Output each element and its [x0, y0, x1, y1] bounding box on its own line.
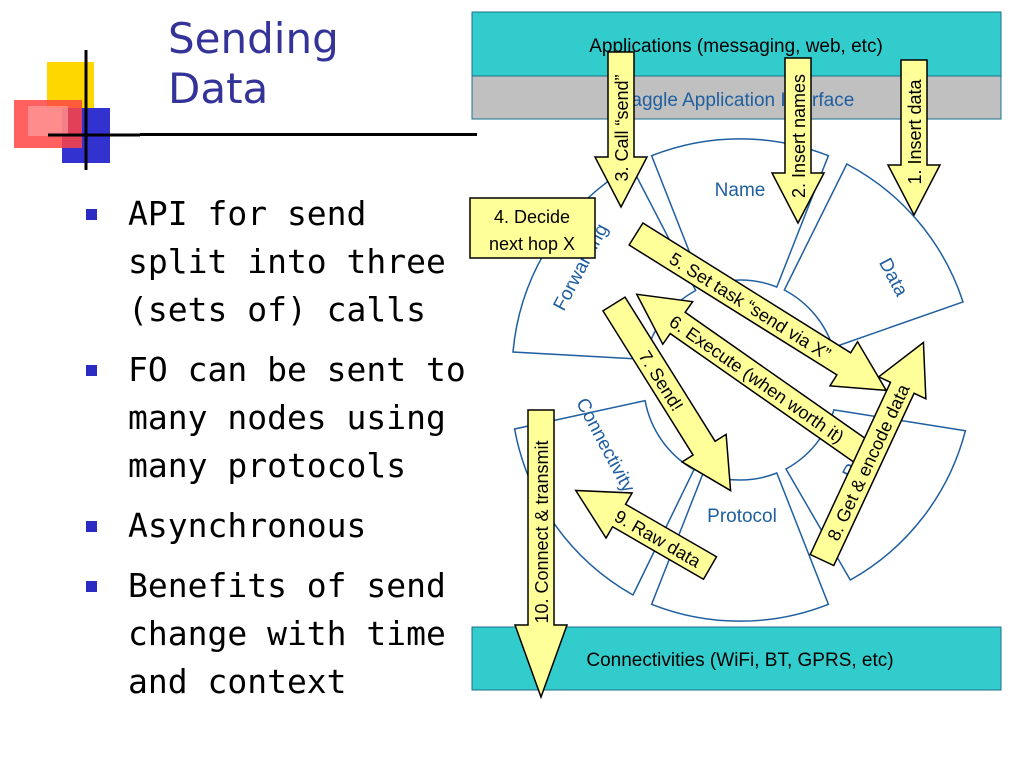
segment-protocol-label: Protocol: [707, 506, 777, 527]
bullet-text: Benefits of send change with time and co…: [128, 566, 446, 701]
step-10-arrow-shape: [513, 409, 569, 700]
bullet-square-icon: [86, 209, 97, 220]
segment-name-label: Name: [715, 180, 766, 201]
step-7-arrow-shape: [601, 296, 732, 492]
step-1-arrow-shape: [886, 59, 942, 217]
bullet-square-icon: [86, 365, 97, 376]
step-3-arrow-shape: [593, 51, 649, 209]
bullet-list: API for send split into three (sets of) …: [86, 190, 471, 718]
step-5-arrow-shape: [628, 221, 888, 392]
bullet-item: Asynchronous: [86, 502, 471, 550]
step-3-label: 3. Call “send”: [612, 74, 632, 181]
bullet-item: Benefits of send change with time and co…: [86, 562, 471, 706]
bullet-text: FO can be sent to many nodes using many …: [128, 350, 466, 485]
applications-label: Applications (messaging, web, etc): [589, 36, 883, 57]
step-6-arrow-shape: [635, 293, 871, 464]
segment-data: [783, 162, 964, 349]
step-3-arrow: 3. Call “send”: [593, 51, 649, 209]
step-8-arrow-shape: [809, 341, 927, 567]
step-9-arrow-shape: [574, 489, 718, 581]
step-1-arrow: 1. Insert data: [886, 59, 942, 217]
step-4-line2: next hop X: [489, 234, 575, 254]
connectivities-label: Connectivities (WiFi, BT, GPRS, etc): [586, 650, 893, 671]
slide-logo: [14, 50, 140, 170]
title-line-2: Data: [168, 64, 269, 113]
bullet-text: API for send split into three (sets of) …: [128, 194, 446, 329]
api-label: Haggle Application Interface: [618, 90, 855, 111]
step-1-label: 1. Insert data: [905, 78, 925, 184]
title-line-1: Sending: [168, 14, 339, 63]
logo-highlight: [28, 106, 68, 136]
bullet-item: API for send split into three (sets of) …: [86, 190, 471, 334]
step-4-box: [469, 197, 596, 259]
step-10-label: 10. Connect & transmit: [532, 440, 552, 623]
bullet-square-icon: [86, 521, 97, 532]
step-10-arrow: 10. Connect & transmit: [513, 409, 569, 700]
slide-title: Sending Data: [168, 14, 339, 114]
step-2-arrow-shape: [770, 57, 826, 225]
step-2-label: 2. Insert names: [789, 74, 809, 198]
title-underline: [140, 133, 477, 136]
bullet-text: Asynchronous: [128, 506, 367, 545]
step-4-line1: 4. Decide: [494, 207, 570, 227]
segment-protocol: [650, 472, 830, 622]
bullet-square-icon: [86, 581, 97, 592]
bullet-item: FO can be sent to many nodes using many …: [86, 346, 471, 490]
step-2-arrow: 2. Insert names: [770, 57, 826, 225]
